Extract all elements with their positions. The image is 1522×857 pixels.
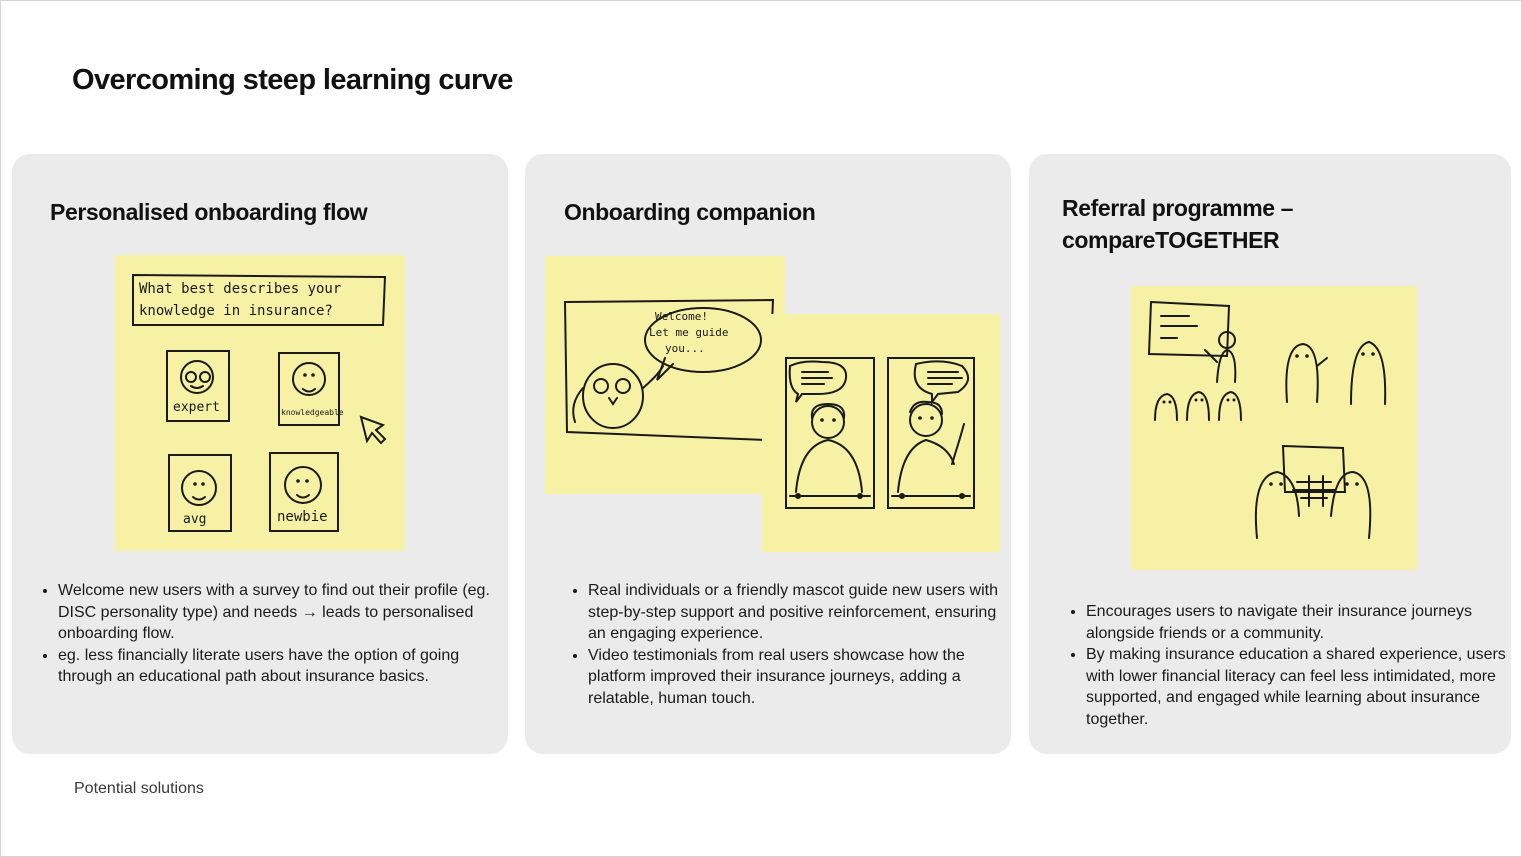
option-label-expert: expert bbox=[173, 400, 220, 415]
video-testimonial-sketch-image bbox=[762, 314, 1000, 552]
speech-line2: Let me guide bbox=[649, 326, 728, 339]
card-heading-line1: Referral programme – bbox=[1062, 195, 1294, 221]
bullet-item: Encourages users to navigate their insur… bbox=[1086, 601, 1506, 644]
card-bullet-list: Encourages users to navigate their insur… bbox=[1068, 601, 1506, 730]
bullet-item: By making insurance education a shared e… bbox=[1086, 644, 1506, 730]
speech-line3: you... bbox=[665, 342, 705, 355]
community-sketch-image bbox=[1131, 286, 1417, 570]
card-heading-line2: compareTOGETHER bbox=[1062, 227, 1280, 253]
survey-sketch-image: What best describes your knowledge in in… bbox=[115, 255, 405, 551]
solution-card-referral-programme: Referral programme – compareTOGETHER bbox=[1029, 154, 1511, 754]
slide-footer: Potential solutions bbox=[74, 780, 204, 797]
card-bullet-list: Real individuals or a friendly mascot gu… bbox=[570, 580, 1010, 709]
mascot-sketch-image: Welcome! Let me guide you... bbox=[545, 256, 785, 494]
solution-card-onboarding-flow: Personalised onboarding flow bbox=[12, 154, 508, 754]
option-label-knowledgeable: knowledgeable bbox=[281, 408, 344, 417]
bullet-item: Real individuals or a friendly mascot gu… bbox=[588, 580, 1010, 645]
option-label-newbie: newbie bbox=[277, 509, 328, 525]
survey-question-line1: What best describes your bbox=[139, 281, 341, 297]
card-bullet-list: Welcome new users with a survey to find … bbox=[40, 580, 504, 688]
speech-line1: Welcome! bbox=[655, 310, 708, 323]
bullet-item: Welcome new users with a survey to find … bbox=[58, 580, 504, 645]
card-heading: Referral programme – compareTOGETHER bbox=[1062, 192, 1293, 256]
card-heading: Onboarding companion bbox=[564, 199, 816, 225]
option-label-avg: avg bbox=[183, 512, 206, 527]
survey-question-line2: knowledge in insurance? bbox=[139, 303, 333, 319]
bullet-item: Video testimonials from real users showc… bbox=[588, 645, 1010, 710]
bullet-item: eg. less financially literate users have… bbox=[58, 645, 504, 688]
slide-title: Overcoming steep learning curve bbox=[72, 64, 513, 96]
card-heading: Personalised onboarding flow bbox=[50, 199, 368, 225]
solution-card-onboarding-companion: Onboarding companion Welcome! Let me gui… bbox=[525, 154, 1011, 754]
